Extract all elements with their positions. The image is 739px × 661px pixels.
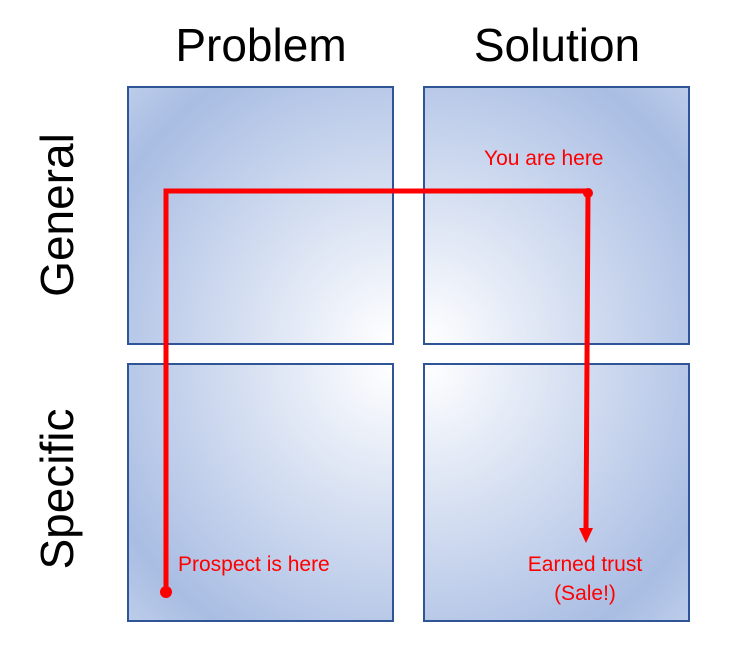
quadrant-specific-problem xyxy=(127,363,394,622)
quadrant-general-solution xyxy=(423,86,690,345)
label-earned-trust: Earned trust (Sale!) xyxy=(510,553,660,606)
waypoint-dot xyxy=(583,188,593,198)
label-you-are-here: You are here xyxy=(484,147,604,170)
label-earned-trust-line: Earned trust xyxy=(527,553,643,576)
quadrant-specific-solution xyxy=(423,363,690,622)
start-dot xyxy=(160,586,172,598)
column-header-problem: Problem xyxy=(175,19,347,71)
quadrant-general-problem xyxy=(127,86,394,345)
label-prospect-is-here: Prospect is here xyxy=(178,553,330,576)
column-header-solution: Solution xyxy=(473,19,641,71)
label-sale: (Sale!) xyxy=(554,582,616,605)
path-line xyxy=(163,188,591,592)
arrow-head-icon xyxy=(579,528,593,543)
